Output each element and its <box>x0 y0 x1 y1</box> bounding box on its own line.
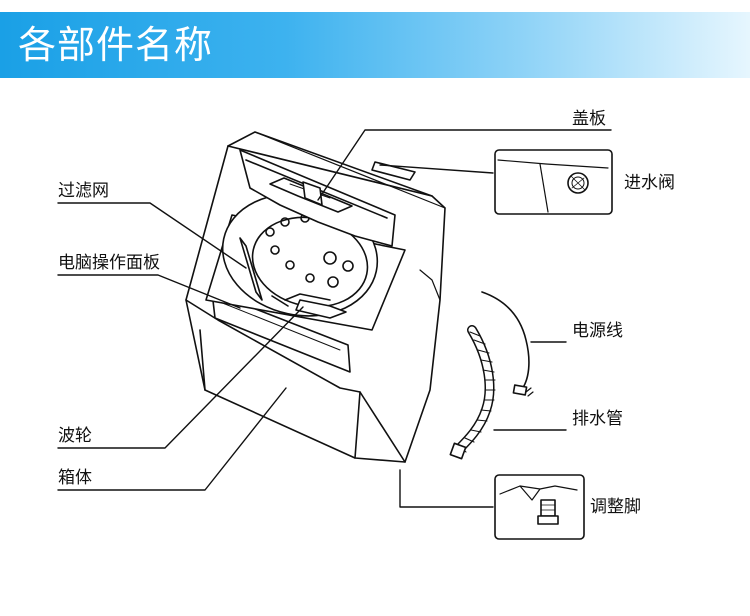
leader-inlet-valve <box>379 164 494 174</box>
leader-adjustable-foot <box>399 469 494 508</box>
label-impeller: 波轮 <box>58 426 92 446</box>
page-title: 各部件名称 <box>18 23 214 67</box>
label-control-panel: 电脑操作面板 <box>58 253 160 273</box>
power-cord <box>481 291 534 397</box>
label-lid: 盖板 <box>572 109 606 129</box>
label-drain-hose: 排水管 <box>572 409 623 429</box>
label-inlet-valve: 进水阀 <box>624 173 675 193</box>
drain-hose <box>449 325 496 460</box>
filter <box>239 237 263 301</box>
leader-cabinet <box>57 387 287 491</box>
inlet-valve <box>371 161 416 181</box>
leader-lid <box>317 129 612 201</box>
label-adjustable-foot: 调整脚 <box>590 497 641 517</box>
leader-impeller <box>57 306 304 449</box>
label-power-cord: 电源线 <box>572 321 623 341</box>
leader-lines <box>57 129 612 508</box>
leader-filter <box>57 202 247 269</box>
tub-opening <box>205 193 406 331</box>
impeller <box>271 293 347 319</box>
lid <box>239 149 396 247</box>
control-panel <box>211 291 351 373</box>
header-banner: 各部件名称 <box>0 12 750 78</box>
label-cabinet: 箱体 <box>58 468 92 488</box>
leader-control-panel <box>57 274 241 309</box>
inlet-valve-detail <box>494 149 613 215</box>
label-filter: 过滤网 <box>58 181 109 201</box>
adjustable-foot-detail <box>494 474 585 540</box>
